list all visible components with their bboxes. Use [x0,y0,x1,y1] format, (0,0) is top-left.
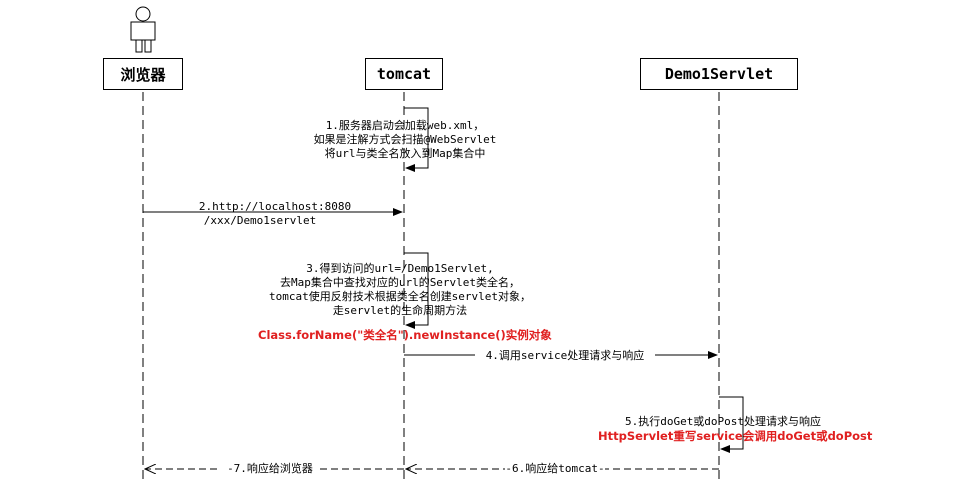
step-2-label: 2.http://localhost:8080 /xxx/Demo1servle… [170,200,380,228]
step-5-label: 5.执行doGet或doPost处理请求与响应 [624,415,822,428]
step-3-line-1: 3.得到访问的url=/Demo1Servlet, [306,262,494,275]
step-2-line-2: /xxx/Demo1servlet [203,214,317,227]
step-5-highlight: HttpServlet重写service会调用doGet或doPost [598,429,873,443]
step-3-highlight: Class.forName("类全名").newInstance()实例对象 [258,328,552,342]
step-7-label: -7.响应给浏览器 [220,462,320,476]
step-4-label: 4.调用service处理请求与响应 [475,349,655,363]
step-1-note: 1.服务器启动会加载web.xml， 如果是注解方式会扫描@WebServlet… [270,119,540,161]
participant-tomcat-label: tomcat [376,65,432,83]
step-2-line-1: 2.http://localhost:8080 [198,200,352,213]
self-message-5 [719,396,744,453]
step-6-label: -6.响应给tomcat- [505,462,605,476]
step-1-line-2: 如果是注解方式会扫描@WebServlet [313,133,497,146]
self-message-1 [404,107,429,172]
step-3-line-2: 去Map集合中查找对应的url的Servlet类全名， [279,276,521,289]
step-1-line-3: 将url与类全名放入到Map集合中 [324,147,486,160]
step-3-line-4: 走servlet的生命周期方法 [332,304,468,317]
participant-tomcat: tomcat [365,58,443,90]
self-message-3 [404,252,429,329]
participant-browser: 浏览器 [103,58,183,90]
step-3-line-3: tomcat使用反射技术根据类全名创建servlet对象， [268,290,532,303]
step-3-note: 3.得到访问的url=/Demo1Servlet, 去Map集合中查找对应的ur… [255,262,545,318]
participant-browser-label: 浏览器 [120,65,166,84]
user-icon [130,6,156,53]
participant-servlet: Demo1Servlet [640,58,798,90]
step-1-line-1: 1.服务器启动会加载web.xml， [325,119,485,132]
participant-servlet-label: Demo1Servlet [664,65,774,83]
